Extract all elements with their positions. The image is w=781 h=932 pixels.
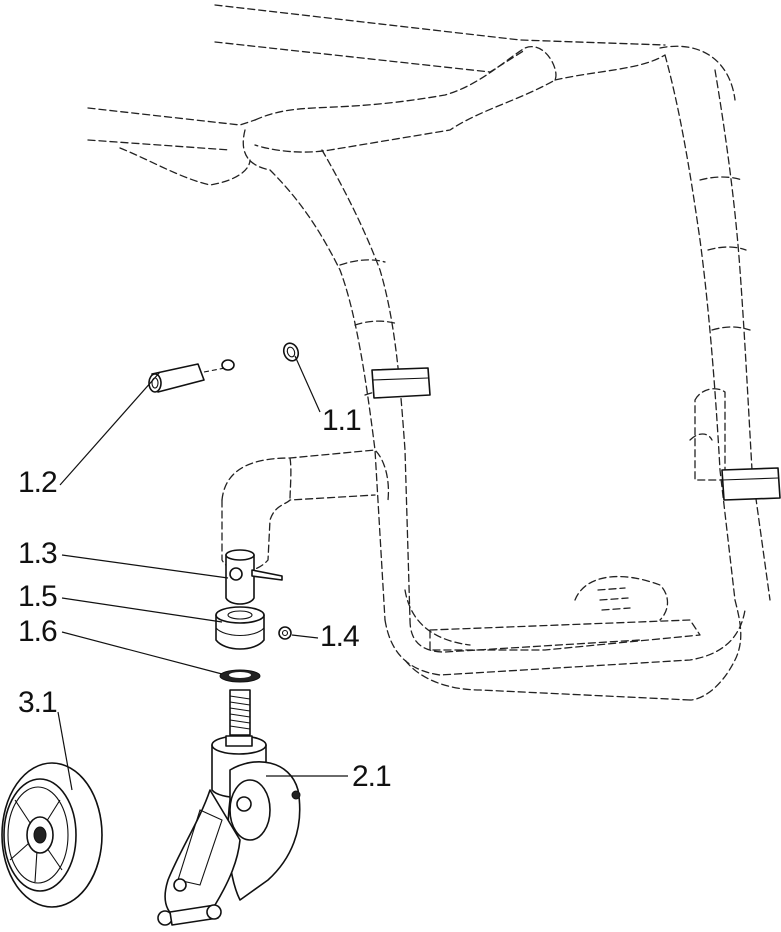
- callout-3-1: 3.1: [18, 686, 57, 719]
- part-2-1-caster-fork: [157, 735, 301, 926]
- callout-1-4: 1.4: [320, 620, 359, 653]
- frame-clamp-right: [721, 467, 781, 501]
- callout-1-6: 1.6: [18, 615, 57, 648]
- wheelchair-frame-phantom: [87, 4, 771, 701]
- part-3-1-wheel: [1, 762, 103, 908]
- callout-1-1: 1.1: [322, 404, 361, 437]
- part-1-3-bushing: [225, 549, 283, 605]
- part-1-4-nipple: [278, 626, 292, 640]
- part-1-1-circlip: [282, 342, 300, 362]
- callout-2-1: 2.1: [352, 760, 391, 793]
- callout-1-2: 1.2: [18, 466, 57, 499]
- part-1-2-pin: [148, 363, 226, 393]
- callout-1-3: 1.3: [18, 537, 57, 570]
- stem-receiver: [221, 359, 235, 371]
- part-1-6-washer: [219, 669, 261, 683]
- frame-clamp-left: [371, 367, 431, 399]
- leader-lines: [57, 355, 348, 791]
- callout-1-5: 1.5: [18, 580, 57, 613]
- threaded-stem: [229, 689, 251, 736]
- part-1-5-housing: [215, 606, 265, 650]
